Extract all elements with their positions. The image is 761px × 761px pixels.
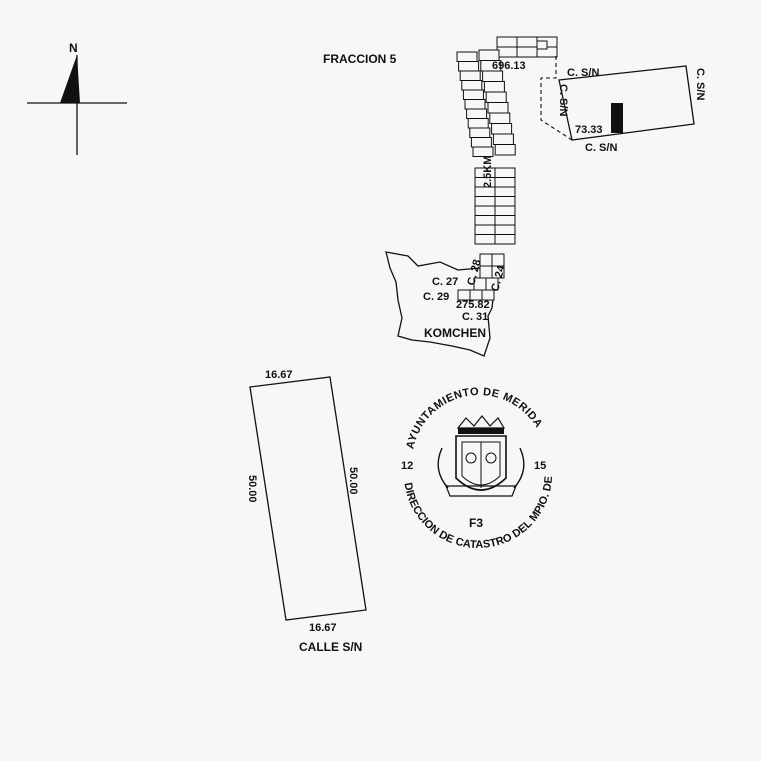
road-segment — [496, 46, 518, 58]
road-segment — [487, 102, 509, 114]
road-segment — [494, 224, 516, 235]
lot-top-street-left: C. S/N — [557, 84, 569, 116]
svg-text:AYUNTAMIENTO DE MERIDA: AYUNTAMIENTO DE MERIDA — [404, 386, 544, 450]
town-name: KOMCHEN — [424, 326, 486, 340]
road-segment — [472, 146, 494, 157]
road-segment — [474, 196, 496, 207]
lot-top: C. S/N C. S/N 73.33 C. S/N C. S/N — [557, 65, 706, 154]
lot-top-dimension: 73.33 — [575, 124, 603, 136]
road-segment — [494, 167, 516, 178]
parcel-street: CALLE S/N — [299, 640, 362, 654]
road-segment — [482, 70, 504, 82]
road-segment — [485, 91, 507, 103]
lot-top-street-bottom: C. S/N — [585, 142, 617, 154]
map-title: FRACCION 5 — [323, 52, 397, 66]
road-segments — [456, 36, 558, 245]
road-segment — [458, 61, 480, 72]
parcel-right: 50.00 — [347, 467, 359, 495]
road-segment — [494, 205, 516, 216]
road-segment — [467, 118, 489, 129]
north-arrow: N — [27, 41, 127, 155]
lot-top-street-top: C. S/N — [567, 67, 599, 79]
road-segment — [491, 123, 513, 135]
road-segment — [474, 215, 496, 226]
road-segment — [466, 108, 488, 119]
parcel: 16.67 16.67 CALLE S/N 50.00 50.00 — [246, 369, 367, 654]
road-segment — [492, 133, 514, 145]
town-blocks — [457, 253, 505, 301]
road-segment — [461, 80, 483, 91]
road-segment — [474, 205, 496, 216]
road-segment — [516, 46, 538, 58]
lot-top-building — [611, 103, 623, 133]
town-distance: 275.82 — [456, 299, 490, 311]
road-segment — [494, 177, 516, 188]
seal-code: F3 — [469, 516, 483, 530]
dashed-connector — [540, 56, 573, 141]
town-street-31: C. 31 — [462, 311, 488, 323]
road-distance-1: 696.13 — [492, 60, 526, 72]
road-segment — [483, 81, 505, 93]
parcel-bottom: 16.67 — [309, 622, 337, 634]
road-distance-2: 2.5KM — [482, 156, 494, 188]
seal-arc-top: AYUNTAMIENTO DE MERIDA — [404, 386, 544, 450]
road-segment — [478, 49, 500, 61]
parcel-top: 16.67 — [265, 369, 293, 381]
road-segment — [516, 36, 538, 48]
road-segment — [474, 224, 496, 235]
road-segment — [464, 99, 486, 110]
road-segment — [489, 112, 511, 124]
road-segment — [456, 51, 478, 62]
town-outline: C. 27 C. 29 275.82 C. 31 C. 28 C. 24 KOM… — [385, 251, 508, 357]
lot-top-street-right: C. S/N — [694, 68, 706, 100]
parcel-left: 50.00 — [246, 475, 258, 503]
road-segment — [496, 36, 518, 48]
road-segment — [536, 40, 548, 50]
seal-num-right: 15 — [534, 460, 546, 472]
road-segment — [474, 234, 496, 245]
coat-of-arms-icon — [437, 415, 525, 497]
north-label: N — [69, 41, 78, 55]
road-segment — [459, 70, 481, 81]
road-segment — [494, 215, 516, 226]
seal-num-left: 12 — [401, 460, 413, 472]
road-segment — [494, 186, 516, 197]
town-street-27: C. 27 — [432, 276, 458, 288]
road-segment — [494, 144, 516, 156]
road-segment — [469, 127, 491, 138]
road-segment — [494, 234, 516, 245]
road-segment — [462, 89, 484, 100]
road-segment — [494, 196, 516, 207]
road-segment — [470, 137, 492, 148]
town-street-29: C. 29 — [423, 291, 449, 303]
